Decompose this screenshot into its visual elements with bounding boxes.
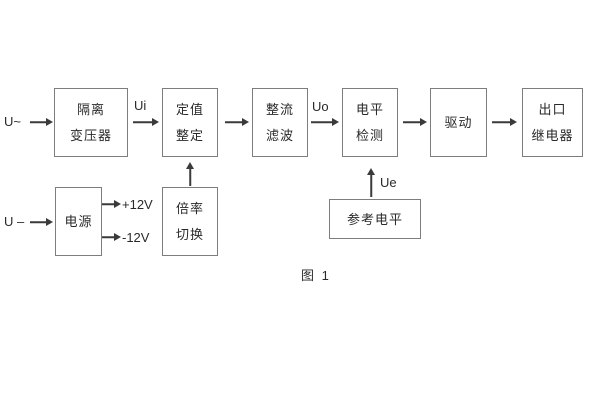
arrow-right-icon [403, 117, 427, 127]
block-label: 倍率 [175, 200, 204, 216]
arrow-right-icon [102, 199, 121, 209]
block-power-supply: 电源 [55, 187, 102, 256]
block-label: 变压器 [69, 128, 112, 144]
arrow-up-icon [185, 162, 195, 186]
arrow-right-icon [30, 117, 53, 127]
block-label: 切换 [175, 227, 204, 243]
block-rectifier-filter: 整流 滤波 [252, 88, 308, 157]
arrow-right-icon [225, 117, 249, 127]
block-label: 隔离 [76, 101, 105, 117]
label-dc-input: U – [4, 214, 25, 229]
label-uo: Uo [312, 99, 329, 114]
label-minus-12v: -12V [122, 230, 150, 245]
block-label: 驱动 [444, 115, 473, 130]
block-value-setting: 定值 整定 [162, 88, 218, 157]
block-reference-level: 参考电平 [329, 199, 421, 239]
arrow-right-icon [102, 232, 121, 242]
arrow-right-icon [311, 117, 339, 127]
label-plus-12v: +12V [122, 197, 153, 212]
block-level-detection: 电平 检测 [342, 88, 398, 157]
block-label: 参考电平 [346, 211, 403, 227]
figure-caption: 图 1 [301, 268, 331, 283]
block-label: 继电器 [531, 128, 574, 144]
block-label: 电平 [355, 101, 384, 117]
arrow-right-icon [30, 217, 53, 227]
block-label: 出口 [538, 101, 567, 117]
block-label: 电源 [64, 214, 93, 229]
block-label: 整流 [265, 101, 294, 117]
block-drive: 驱动 [430, 88, 487, 157]
arrow-right-icon [492, 117, 517, 127]
block-label: 检测 [355, 128, 384, 144]
block-label: 滤波 [265, 128, 294, 144]
label-ui: Ui [134, 98, 147, 113]
label-ac-input: U~ [4, 114, 21, 129]
arrow-right-icon [133, 117, 159, 127]
label-ue: Ue [380, 175, 397, 190]
block-isolation-transformer: 隔离 变压器 [54, 88, 128, 157]
block-label: 定值 [175, 101, 204, 117]
arrow-up-icon [366, 168, 376, 197]
block-output-relay: 出口 继电器 [522, 88, 583, 157]
block-label: 整定 [175, 128, 204, 144]
block-ratio-switch: 倍率 切换 [162, 187, 218, 256]
